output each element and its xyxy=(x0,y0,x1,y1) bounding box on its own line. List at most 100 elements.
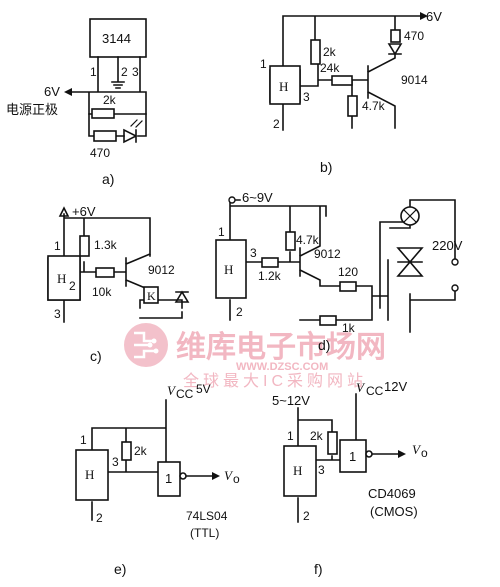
output-arrow-icon xyxy=(212,472,220,480)
resistor-r4-label: 1k xyxy=(342,321,356,335)
circuit-b: H 6V 1 2 3 2k 24k 4.7k 470 9014 b) xyxy=(260,9,442,175)
supply-label: 6V xyxy=(44,84,60,99)
transistor-label: 9014 xyxy=(401,73,428,87)
triac-icon xyxy=(396,247,424,277)
diode-icon xyxy=(174,290,190,303)
circuit-a: 3144 1 2 3 6V 电源正极 2k 470 a) xyxy=(6,18,147,187)
pin-3: 3 xyxy=(250,246,257,260)
led-light-icon xyxy=(130,119,143,128)
mains-label: 220V xyxy=(432,238,463,253)
hall-label: H xyxy=(85,467,94,482)
resistor-pullup xyxy=(91,108,115,119)
circuit-f-wires xyxy=(297,393,399,523)
inverter-gate-f xyxy=(339,439,367,473)
hall-label: H xyxy=(293,463,302,478)
supply-left-label: 5~12V xyxy=(272,393,310,408)
chip-label: 74LS04 xyxy=(186,509,228,523)
resistor-r1-label: 1.3k xyxy=(94,238,118,252)
transistor-label: 9012 xyxy=(148,263,175,277)
relay-coil xyxy=(143,286,159,304)
pin-2: 2 xyxy=(273,117,280,131)
watermark-logo-icon xyxy=(124,323,168,367)
supply-arrow-icon xyxy=(58,206,70,217)
supply-label: 6~9V xyxy=(242,190,273,205)
watermark-brand: 维库电子市场网 xyxy=(176,330,386,364)
caption-f: f) xyxy=(314,561,323,577)
resistor-r1-label: 4.7k xyxy=(296,233,320,247)
family-label: (CMOS) xyxy=(370,504,418,519)
hall-label: H xyxy=(57,271,66,286)
resistor-r4-label: 470 xyxy=(404,29,424,43)
hall-sensor-f xyxy=(283,445,317,497)
pin-1: 1 xyxy=(287,429,294,443)
supply-note: 电源正极 xyxy=(6,102,58,117)
resistor-r4 xyxy=(390,29,401,43)
circuit-d: 6~9V H 1 2 3 4.7k 1.2k 9012 120 1k 220V … xyxy=(215,190,463,353)
gate-label: 1 xyxy=(349,449,356,464)
lamp-cross xyxy=(403,209,417,223)
resistor-r1-label: 2k xyxy=(310,429,324,443)
supply-arrow-icon xyxy=(420,12,428,20)
supply-prefix: V xyxy=(356,380,366,395)
hall-sensor-b xyxy=(269,65,301,105)
output-prefix: V xyxy=(224,468,234,483)
circuit-f: 5~12V V CC 12V H 1 2 3 2k 1 V o CD4069 (… xyxy=(272,379,428,577)
resistor-r4 xyxy=(319,315,337,326)
hall-label: H xyxy=(279,79,288,94)
hall-label: H xyxy=(224,262,233,277)
circuit-c: +6V H 1 2 3 1.3k 10k 9012 K c) xyxy=(47,204,190,364)
resistor-r1 xyxy=(310,39,321,65)
inverter-bubble-icon xyxy=(365,450,373,458)
resistor-r1-label: 2k xyxy=(134,444,148,458)
led-icon xyxy=(123,128,138,144)
caption-e: e) xyxy=(114,561,126,577)
watermark: 维库电子市场网 WWW.DZSC.COM 全球最大IC采购网站 xyxy=(124,323,386,390)
mains-terminal-bottom-icon xyxy=(451,284,459,292)
resistor-r2 xyxy=(261,257,279,268)
circuit-e: V CC 5V H 1 2 3 2k 1 V o 74LS04 (TTL) e) xyxy=(75,382,240,577)
resistor-r1 xyxy=(121,441,132,461)
pin-2: 2 xyxy=(121,65,128,79)
pin-2: 2 xyxy=(69,279,76,293)
led-icon xyxy=(387,43,403,56)
resistor-pullup-label: 2k xyxy=(103,93,117,107)
hall-sensor-e xyxy=(75,449,109,501)
pin-1: 1 xyxy=(80,433,87,447)
pin-1: 1 xyxy=(90,65,97,79)
family-label: (TTL) xyxy=(190,526,219,540)
output-sub: o xyxy=(421,446,428,460)
supply-value: 5V xyxy=(196,382,211,396)
output-arrow-icon xyxy=(398,450,406,458)
relay-label: K xyxy=(147,289,156,303)
resistor-r1 xyxy=(327,431,338,455)
gate-label: 1 xyxy=(165,471,172,486)
resistor-led xyxy=(93,130,117,142)
pin-2: 2 xyxy=(303,509,310,523)
watermark-slogan: 全球最大IC采购网站 xyxy=(183,372,367,390)
supply-prefix: V xyxy=(167,383,177,398)
inverter-gate-e xyxy=(157,461,181,497)
resistor-r1-label: 2k xyxy=(323,45,337,59)
chip-label: CD4069 xyxy=(368,486,416,501)
resistor-r3 xyxy=(339,281,357,292)
pin-3: 3 xyxy=(303,90,310,104)
circuit-e-wires xyxy=(91,399,213,521)
resistor-r3-label: 120 xyxy=(338,265,358,279)
caption-d: d) xyxy=(318,337,330,353)
hall-ic-label: 3144 xyxy=(102,31,131,46)
resistor-led-label: 470 xyxy=(90,146,110,160)
inverter-bubble-icon xyxy=(179,472,187,480)
resistor-r3 xyxy=(347,95,358,117)
resistor-r2-label: 24k xyxy=(320,61,340,75)
caption-a: a) xyxy=(102,171,114,187)
circuit-a-wires xyxy=(67,56,147,115)
pin-3: 3 xyxy=(318,463,325,477)
supply-sub: CC xyxy=(176,387,194,401)
mains-terminal-top-icon xyxy=(451,258,459,266)
resistor-r3-label: 4.7k xyxy=(362,99,386,113)
hall-sensor-d xyxy=(215,239,247,299)
supply-label: +6V xyxy=(72,204,96,219)
circuit-a-led-loop xyxy=(88,113,147,137)
resistor-r1 xyxy=(285,231,296,251)
